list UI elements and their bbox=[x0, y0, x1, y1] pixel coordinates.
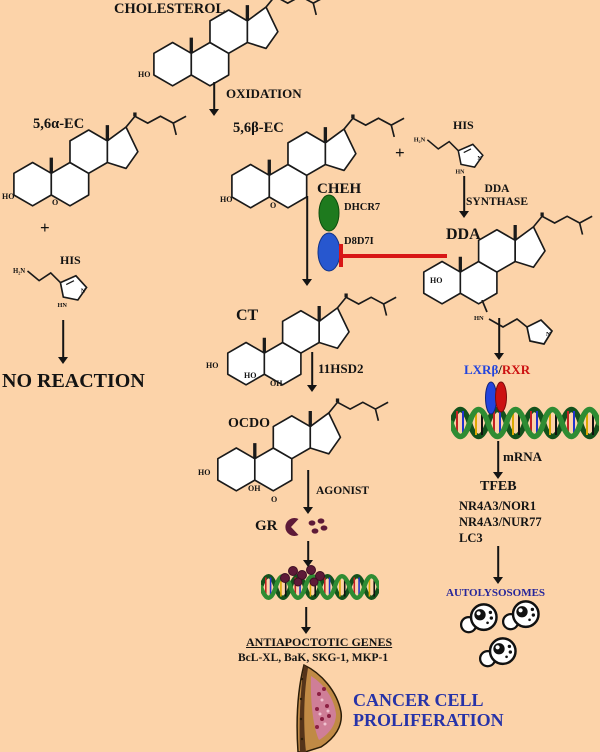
his-right-amine-label: H₂N bbox=[414, 137, 426, 144]
lxr-rxr-separator: / bbox=[498, 362, 502, 377]
epoxide-alpha-hydroxyl-label: HO bbox=[2, 192, 15, 201]
epoxide-alpha-oxygen-label: O bbox=[52, 198, 59, 207]
plus-sign-left: + bbox=[40, 218, 50, 237]
arrow-agonist bbox=[302, 470, 314, 514]
lxrb-ellipse bbox=[485, 381, 497, 415]
arrow-cheh bbox=[301, 196, 313, 286]
dhcr7-label: DHCR7 bbox=[344, 202, 381, 213]
ocdo-ketone-label: O bbox=[271, 495, 278, 504]
arrow-11hsd2 bbox=[306, 352, 318, 392]
dda-hydroxyl-label: HO bbox=[430, 276, 443, 285]
dda-synthase-label: DDA SYNTHASE bbox=[462, 183, 532, 209]
dda-tail-n-label: N bbox=[546, 331, 551, 338]
epoxide-beta-label: 5,6β-EC bbox=[233, 120, 284, 136]
plus-sign-right: + bbox=[395, 143, 405, 162]
enzyme-11hsd2-label: 11HSD2 bbox=[318, 361, 364, 376]
nor1-label: NR4A3/NOR1 bbox=[459, 499, 537, 513]
outcome-line2: PROLIFERATION bbox=[353, 710, 504, 731]
outcome-line1: CANCER CELL bbox=[353, 690, 484, 710]
dhcr7-ellipse bbox=[318, 194, 340, 232]
lxr-rxr-dimer bbox=[485, 381, 507, 415]
gr-dna-bound-complex bbox=[280, 565, 325, 587]
mrna-label: mRNA bbox=[503, 449, 542, 464]
dda-synthase-line2: SYNTHASE bbox=[466, 195, 528, 208]
breast-tissue-illustration bbox=[296, 664, 343, 752]
cholesterol-label: CHOLESTEROL bbox=[114, 1, 226, 17]
his-left-ring-hn-label: HN bbox=[58, 302, 68, 309]
inhibition-tbar bbox=[339, 244, 343, 267]
arrow-oxidation bbox=[208, 82, 220, 116]
ocdo-hydroxyl1-label: HO bbox=[198, 468, 211, 477]
arrow-mrna bbox=[492, 441, 504, 479]
dda-histamine-tail: HN N bbox=[474, 300, 554, 345]
epoxide-beta-oxygen-label: O bbox=[270, 201, 277, 210]
dda-structure bbox=[418, 212, 596, 311]
gr-receptor-complex bbox=[285, 518, 328, 536]
lxr-dna-helix bbox=[451, 403, 599, 443]
autolysosome-cell-3 bbox=[478, 636, 520, 670]
cheh-label: CHEH bbox=[317, 181, 362, 197]
his-right-ring-hn-label: HN bbox=[456, 169, 466, 175]
autolysosome-cell-2 bbox=[501, 599, 543, 633]
his-left-amine-label: H₂N bbox=[13, 268, 25, 275]
epoxide-alpha-structure bbox=[8, 112, 190, 213]
no-reaction-label: NO REACTION bbox=[2, 370, 145, 392]
cancer-cell-proliferation-label: CANCER CELL PROLIFERATION bbox=[353, 690, 504, 730]
his-right-structure: H₂N N HN bbox=[414, 137, 484, 175]
arrow-no-reaction bbox=[57, 320, 69, 364]
nur77-label: NR4A3/NUR77 bbox=[459, 515, 542, 529]
d8d7i-label: D8D7I bbox=[344, 236, 374, 247]
rxr-label: RXR bbox=[501, 362, 531, 377]
autolysosomes-label: AUTOLYSOSOMES bbox=[446, 587, 546, 599]
arrow-dna-to-genes bbox=[300, 607, 312, 634]
oxidation-label: OXIDATION bbox=[226, 86, 302, 101]
dda-tail-hn-label: HN bbox=[474, 315, 484, 322]
his-left-structure: H₂N N HN bbox=[13, 268, 88, 309]
cheh-enzyme-complex bbox=[317, 194, 341, 272]
cholesterol-hydroxyl-label: HO bbox=[138, 70, 151, 79]
ct-hydroxyl2-label: HO bbox=[244, 371, 257, 380]
epoxide-beta-hydroxyl-label: HO bbox=[220, 195, 233, 204]
d8d7i-ellipse bbox=[317, 232, 341, 272]
lc3-label: LC3 bbox=[459, 531, 483, 545]
ct-label: CT bbox=[236, 307, 259, 324]
inhibition-line bbox=[341, 254, 447, 258]
gr-label: GR bbox=[255, 518, 278, 534]
gr-receptor-shape bbox=[285, 518, 299, 536]
ct-hydroxyl3-label: OH bbox=[270, 379, 283, 388]
epoxide-alpha-label: 5,6α-EC bbox=[33, 116, 85, 132]
his-left-ring-n-label: N bbox=[81, 287, 86, 294]
arrow-dda-to-lxr bbox=[493, 318, 505, 360]
arrow-to-autolysosomes bbox=[492, 546, 504, 584]
dda-label: DDA bbox=[446, 226, 481, 243]
his-right-ring-n-label: N bbox=[477, 156, 482, 162]
cholesterol-structure bbox=[148, 0, 330, 93]
arrow-dda-synthase bbox=[458, 176, 470, 218]
antiapoptotic-genes-list: BcL-XL, BaK, SKG-1, MKP-1 bbox=[238, 652, 389, 664]
tfeb-label: TFEB bbox=[480, 479, 517, 494]
his-right-label: HIS bbox=[453, 118, 474, 132]
ocdo-label: OCDO bbox=[228, 416, 270, 431]
dda-synthase-line1: DDA bbox=[484, 183, 510, 195]
ct-hydroxyl1-label: HO bbox=[206, 361, 219, 370]
agonist-label: AGONIST bbox=[316, 485, 370, 497]
lxr-rxr-label: LXRβ/RXR bbox=[464, 362, 531, 378]
his-left-label: HIS bbox=[60, 253, 81, 267]
arrow-gr-to-dna bbox=[302, 541, 314, 567]
ocdo-hydroxyl2-label: OH bbox=[248, 484, 261, 493]
rxr-ellipse bbox=[495, 381, 507, 413]
lxrb-label: LXRβ bbox=[464, 362, 499, 377]
antiapoptotic-genes-title: ANTIAPOCTOTIC GENES bbox=[246, 635, 393, 649]
autolysosome-cell-1 bbox=[459, 602, 501, 636]
